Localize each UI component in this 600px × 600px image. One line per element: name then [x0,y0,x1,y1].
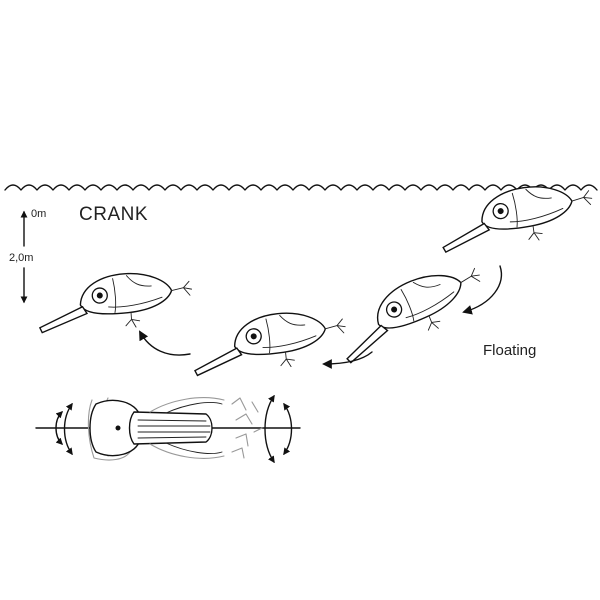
lure-rising [35,268,195,335]
floating-label: Floating [483,342,536,359]
dive-arrow [462,265,502,315]
swim-arrow [322,351,373,369]
depth-top-label: 0m [31,208,46,220]
depth-bottom-label: 2,0m [9,252,33,264]
water-surface [4,184,598,191]
depth-scale: 0m 2,0m [9,208,46,304]
rise-arrow [139,330,191,356]
diagram-title: CRANK [79,204,148,225]
lure-surface [435,177,598,255]
wobble-action-view [35,394,301,464]
lure-bottom [189,306,350,378]
